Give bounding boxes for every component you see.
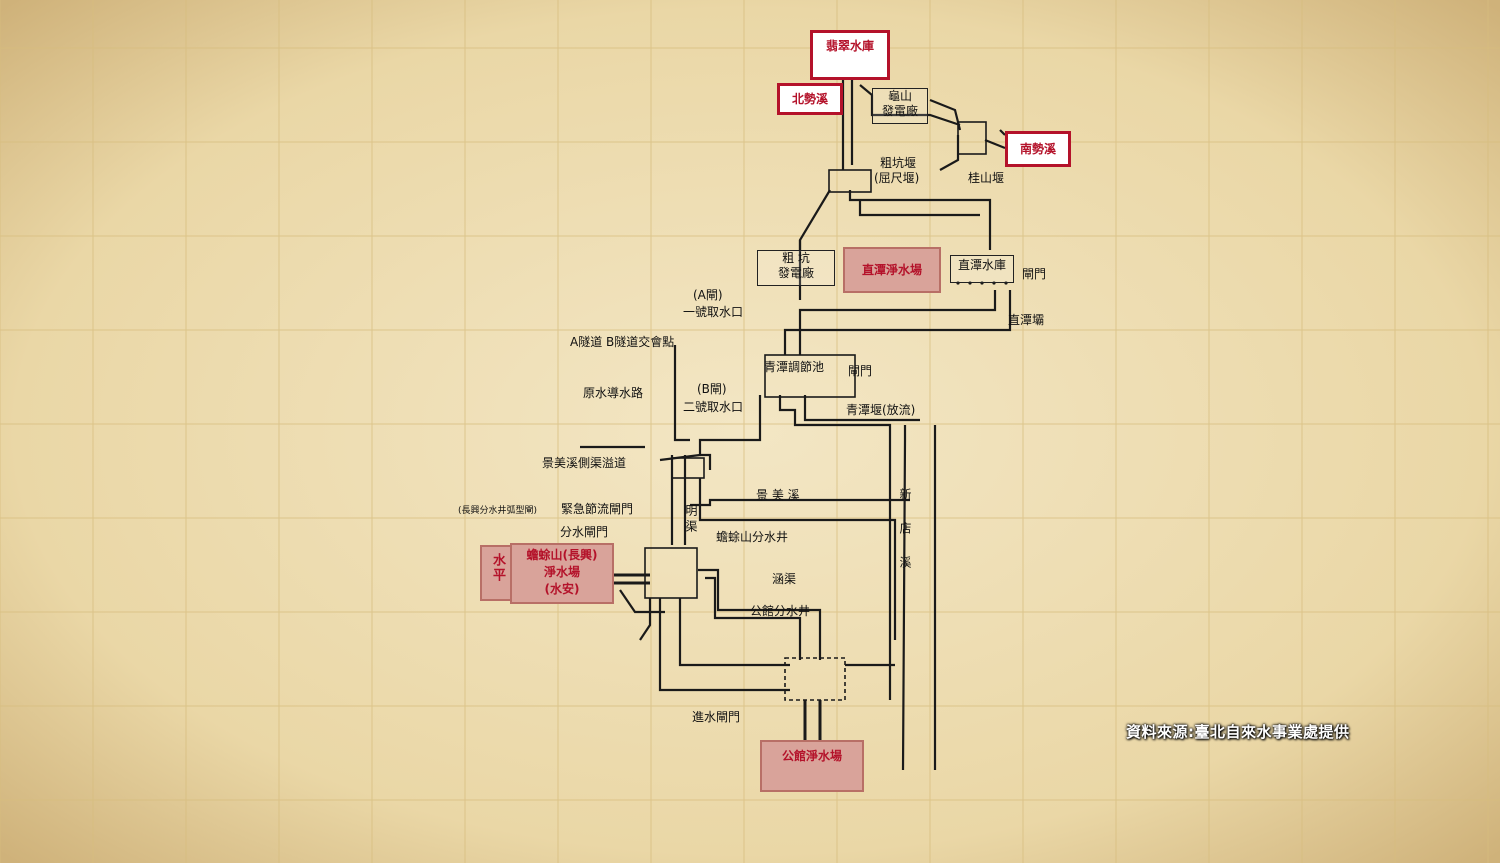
culvert-label: 涵渠: [772, 572, 797, 586]
zhitan-reservoir-box: 直潭水庫: [950, 255, 1014, 283]
a-gate-label: (A閘): [693, 288, 723, 302]
guishan-label: 龜山: [887, 89, 912, 103]
nanshi-box: [957, 121, 987, 155]
cukeng-weir-sub-label: (屈尺堰): [874, 171, 920, 185]
qingtan-pond-label: 青潭調節池: [764, 360, 825, 374]
cukeng-weir-label: 粗坑堰: [880, 156, 917, 170]
xindian-river-label: 新店溪: [898, 488, 912, 590]
jingmei-overflow-label: 景美溪側渠溢道: [542, 456, 627, 470]
hamashan-well-box: [644, 547, 698, 599]
overflow-box: [671, 457, 705, 479]
emergency-gate-label: 緊急節流閘門: [561, 502, 634, 516]
gate-a-label: 閘門: [1022, 267, 1047, 281]
hamashan-well-label: 蟾蜍山分水井: [716, 530, 789, 544]
open-channel-label: 明渠: [684, 504, 698, 536]
split-gate-label: 分水閘門: [560, 525, 609, 539]
level-label: 水平: [490, 553, 505, 583]
cukeng-station-line2: 發電廠: [777, 266, 814, 280]
qingtan-pond-box: [764, 354, 856, 398]
guishan-weir-label: 桂山堰: [968, 171, 1005, 185]
feitsui-reservoir-label: 翡翠水庫: [810, 30, 890, 80]
cukeng-weir-box: [828, 169, 872, 193]
zhitan-plant-label: 直潭淨水場: [843, 247, 941, 293]
zhitan-weir-label: 直潭壩: [1008, 313, 1045, 327]
beishi-river-label: 北勢溪: [777, 83, 843, 115]
cukeng-station-box: 粗 坑 發電廠: [757, 250, 835, 286]
guishan-plant-box: 龜山 發電廠: [872, 88, 928, 124]
qingtan-weir-label: 青潭堰(放流): [846, 403, 916, 417]
cukeng-station-line1: 粗 坑: [782, 251, 810, 265]
hamashan-plant-line2: 淨水場: [543, 565, 580, 579]
gongguan-well-label: 公館分水井: [750, 604, 811, 618]
source-credit: 資料來源:臺北自來水事業處提供: [1126, 723, 1350, 741]
zhitan-reservoir-label: 直潭水庫: [957, 258, 1006, 272]
changxing-gate-label: (長興分水井弧型閘): [458, 506, 538, 516]
level-box: 水平: [480, 545, 512, 601]
hamashan-plant-line1: 蟾蜍山(長興): [526, 548, 598, 562]
inlet-gate-label: 進水閘門: [692, 710, 741, 724]
nanshi-river-label: 南勢溪: [1005, 131, 1071, 167]
raw-water-label: 原水導水路: [583, 386, 644, 400]
intake-1-label: 一號取水口: [683, 305, 744, 319]
gate-b-label: 閘門: [848, 364, 873, 378]
b-gate-label: (B閘): [697, 382, 727, 396]
jingmei-river-label: 景 美 溪: [756, 488, 800, 502]
gongguan-well-box: [784, 657, 846, 701]
hamashan-plant-box: 蟾蜍山(長興) 淨水場 (水安): [510, 543, 614, 604]
guishan-plant-label: 發電廠: [881, 104, 918, 118]
gongguan-plant-label: 公館淨水場: [760, 740, 864, 792]
intake-2-label: 二號取水口: [683, 400, 744, 414]
tunnel-junction-label: A隧道 B隧道交會點: [570, 335, 675, 349]
hamashan-plant-line3: (水安): [544, 582, 580, 596]
facility-outlines: [644, 121, 987, 701]
